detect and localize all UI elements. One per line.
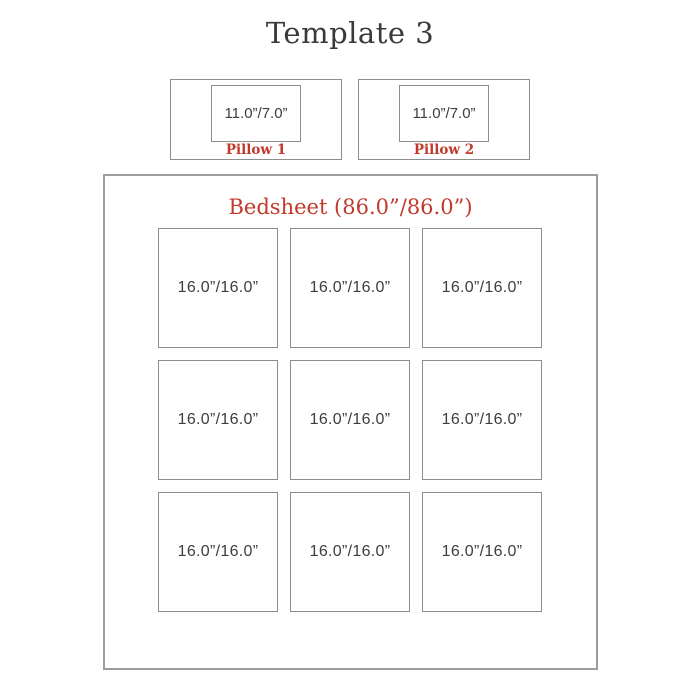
bedsheet-cell: 16.0”/16.0” [422,228,542,348]
bedsheet-cell: 16.0”/16.0” [422,360,542,480]
pillow-2-box: 11.0”/7.0” Pillow 2 [358,79,530,160]
pillow-2-label: Pillow 2 [413,142,475,158]
pillow-1-size-box: 11.0”/7.0” [211,85,301,142]
bedsheet-cell: 16.0”/16.0” [290,228,410,348]
bedsheet-cell: 16.0”/16.0” [290,492,410,612]
bedsheet-box: Bedsheet (86.0”/86.0”) 16.0”/16.0” 16.0”… [103,174,598,670]
pillow-1-box: 11.0”/7.0” Pillow 1 [170,79,342,160]
bedsheet-cell: 16.0”/16.0” [290,360,410,480]
bedsheet-cell-grid: 16.0”/16.0” 16.0”/16.0” 16.0”/16.0” 16.0… [158,228,542,612]
bedsheet-cell: 16.0”/16.0” [158,360,278,480]
bedsheet-cell: 16.0”/16.0” [158,492,278,612]
bedsheet-cell: 16.0”/16.0” [422,492,542,612]
pillow-1-label: Pillow 1 [225,142,287,158]
pillow-2-size-box: 11.0”/7.0” [399,85,489,142]
bedsheet-cell: 16.0”/16.0” [158,228,278,348]
bedsheet-label: Bedsheet (86.0”/86.0”) [228,195,473,219]
page-title: Template 3 [265,16,435,50]
